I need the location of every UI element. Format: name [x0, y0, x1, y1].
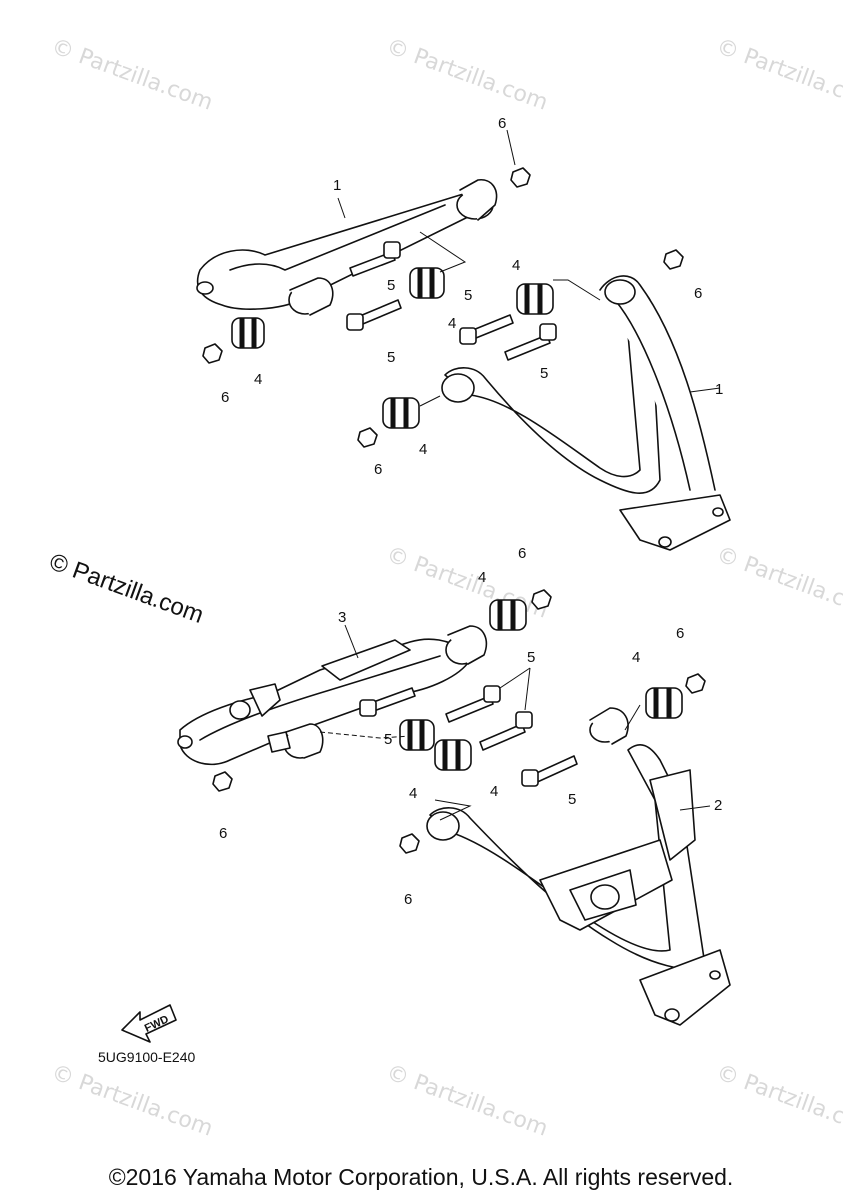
watermark: © Partzilla.com [713, 542, 843, 624]
diagram-code: 5UG9100-E240 [98, 1049, 196, 1065]
lower-leader-lines [319, 624, 711, 821]
watermark: © Partzilla.com [383, 1060, 551, 1142]
callout-6: 6 [404, 891, 412, 908]
callout-4: 4 [409, 785, 417, 802]
upper-arm-right [441, 275, 731, 551]
upper-callouts: 1 6 5 5 4 4 5 5 6 1 4 6 4 6 [221, 115, 723, 478]
callout-6: 6 [518, 545, 526, 562]
nuts-upper [202, 167, 684, 448]
lower-callouts: 3 6 4 5 6 4 5 4 4 5 2 6 6 [219, 545, 722, 908]
callout-4: 4 [512, 257, 520, 274]
nuts-lower [212, 589, 706, 854]
bushings-upper [231, 267, 554, 429]
copyright-notice: ©2016 Yamaha Motor Corporation, U.S.A. A… [109, 1164, 734, 1190]
callout-4: 4 [254, 371, 262, 388]
callout-4: 4 [478, 569, 486, 586]
callout-6: 6 [498, 115, 506, 132]
callout-5: 5 [464, 287, 472, 304]
callout-1: 1 [715, 381, 723, 398]
watermark: © Partzilla.com [713, 34, 843, 116]
watermark-large: © Partzilla.com [46, 548, 207, 629]
callout-4: 4 [490, 783, 498, 800]
callout-5: 5 [568, 791, 576, 808]
watermark: © Partzilla.com [713, 1060, 843, 1142]
callout-6: 6 [219, 825, 227, 842]
bolts-upper [346, 241, 557, 361]
callout-6: 6 [221, 389, 229, 406]
callout-5: 5 [384, 731, 392, 748]
callout-1: 1 [333, 177, 341, 194]
callout-4: 4 [632, 649, 640, 666]
callout-5: 5 [387, 349, 395, 366]
callout-5: 5 [540, 365, 548, 382]
callout-6: 6 [694, 285, 702, 302]
upper-leader-lines [337, 129, 721, 407]
lower-arm-left [177, 625, 488, 766]
callout-5: 5 [387, 277, 395, 294]
callout-5: 5 [527, 649, 535, 666]
upper-arm-left [196, 179, 498, 316]
lower-arm-right [426, 707, 731, 1026]
callout-4: 4 [448, 315, 456, 332]
callout-4: 4 [419, 441, 427, 458]
bolts-lower [359, 685, 578, 787]
callout-2: 2 [714, 797, 722, 814]
watermark: © Partzilla.com [48, 34, 216, 116]
watermark: © Partzilla.com [48, 1060, 216, 1142]
watermark: © Partzilla.com [383, 34, 551, 116]
bushings-lower [399, 599, 683, 771]
callout-3: 3 [338, 609, 346, 626]
fwd-arrow-icon: FWD [121, 1004, 177, 1043]
callout-6: 6 [374, 461, 382, 478]
callout-6: 6 [676, 625, 684, 642]
